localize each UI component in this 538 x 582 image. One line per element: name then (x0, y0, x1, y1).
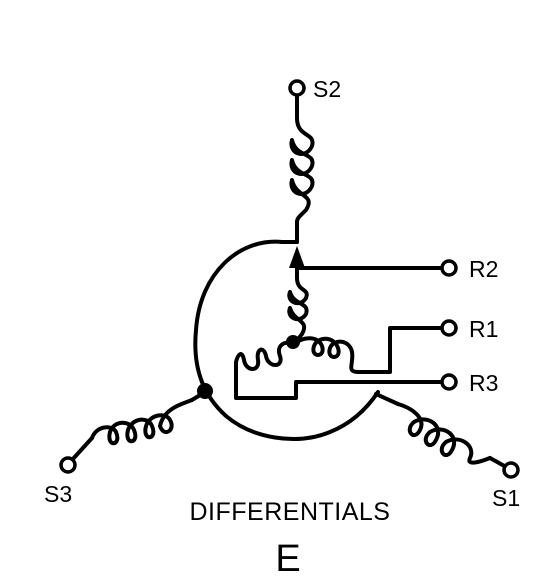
diagram-caption: DIFFERENTIALS (190, 498, 391, 526)
s2-label: S2 (313, 76, 341, 102)
s2-coil (289, 116, 315, 224)
direction-arrow (289, 246, 305, 268)
stator-windings (70, 94, 510, 470)
s1-label: S1 (492, 485, 520, 511)
s1-terminal (502, 461, 520, 479)
r2-label: R2 (469, 256, 498, 282)
rotor-windings (234, 266, 445, 400)
rotor-center-junction (286, 335, 300, 349)
s3-lead (70, 436, 94, 462)
s1-to-rotor-edge (374, 392, 400, 406)
s3-junction-dot (197, 383, 213, 399)
s3-coil (90, 398, 194, 446)
figure-letter: E (275, 538, 300, 580)
s1-coil (396, 402, 492, 465)
r1-terminal (440, 319, 458, 337)
r3-label: R3 (469, 370, 498, 396)
r1-label: R1 (469, 316, 498, 342)
rotor-coil-upper (287, 266, 309, 346)
r3-terminal (440, 373, 458, 391)
rotor-outline (193, 239, 380, 441)
s3-terminal (59, 456, 77, 474)
rotor-coil-left (234, 340, 296, 378)
rotor-coil-right (292, 326, 445, 374)
r3-lead (234, 374, 445, 400)
r2-terminal (440, 259, 458, 277)
s3-label: S3 (44, 481, 72, 507)
s2-terminal (288, 79, 306, 97)
